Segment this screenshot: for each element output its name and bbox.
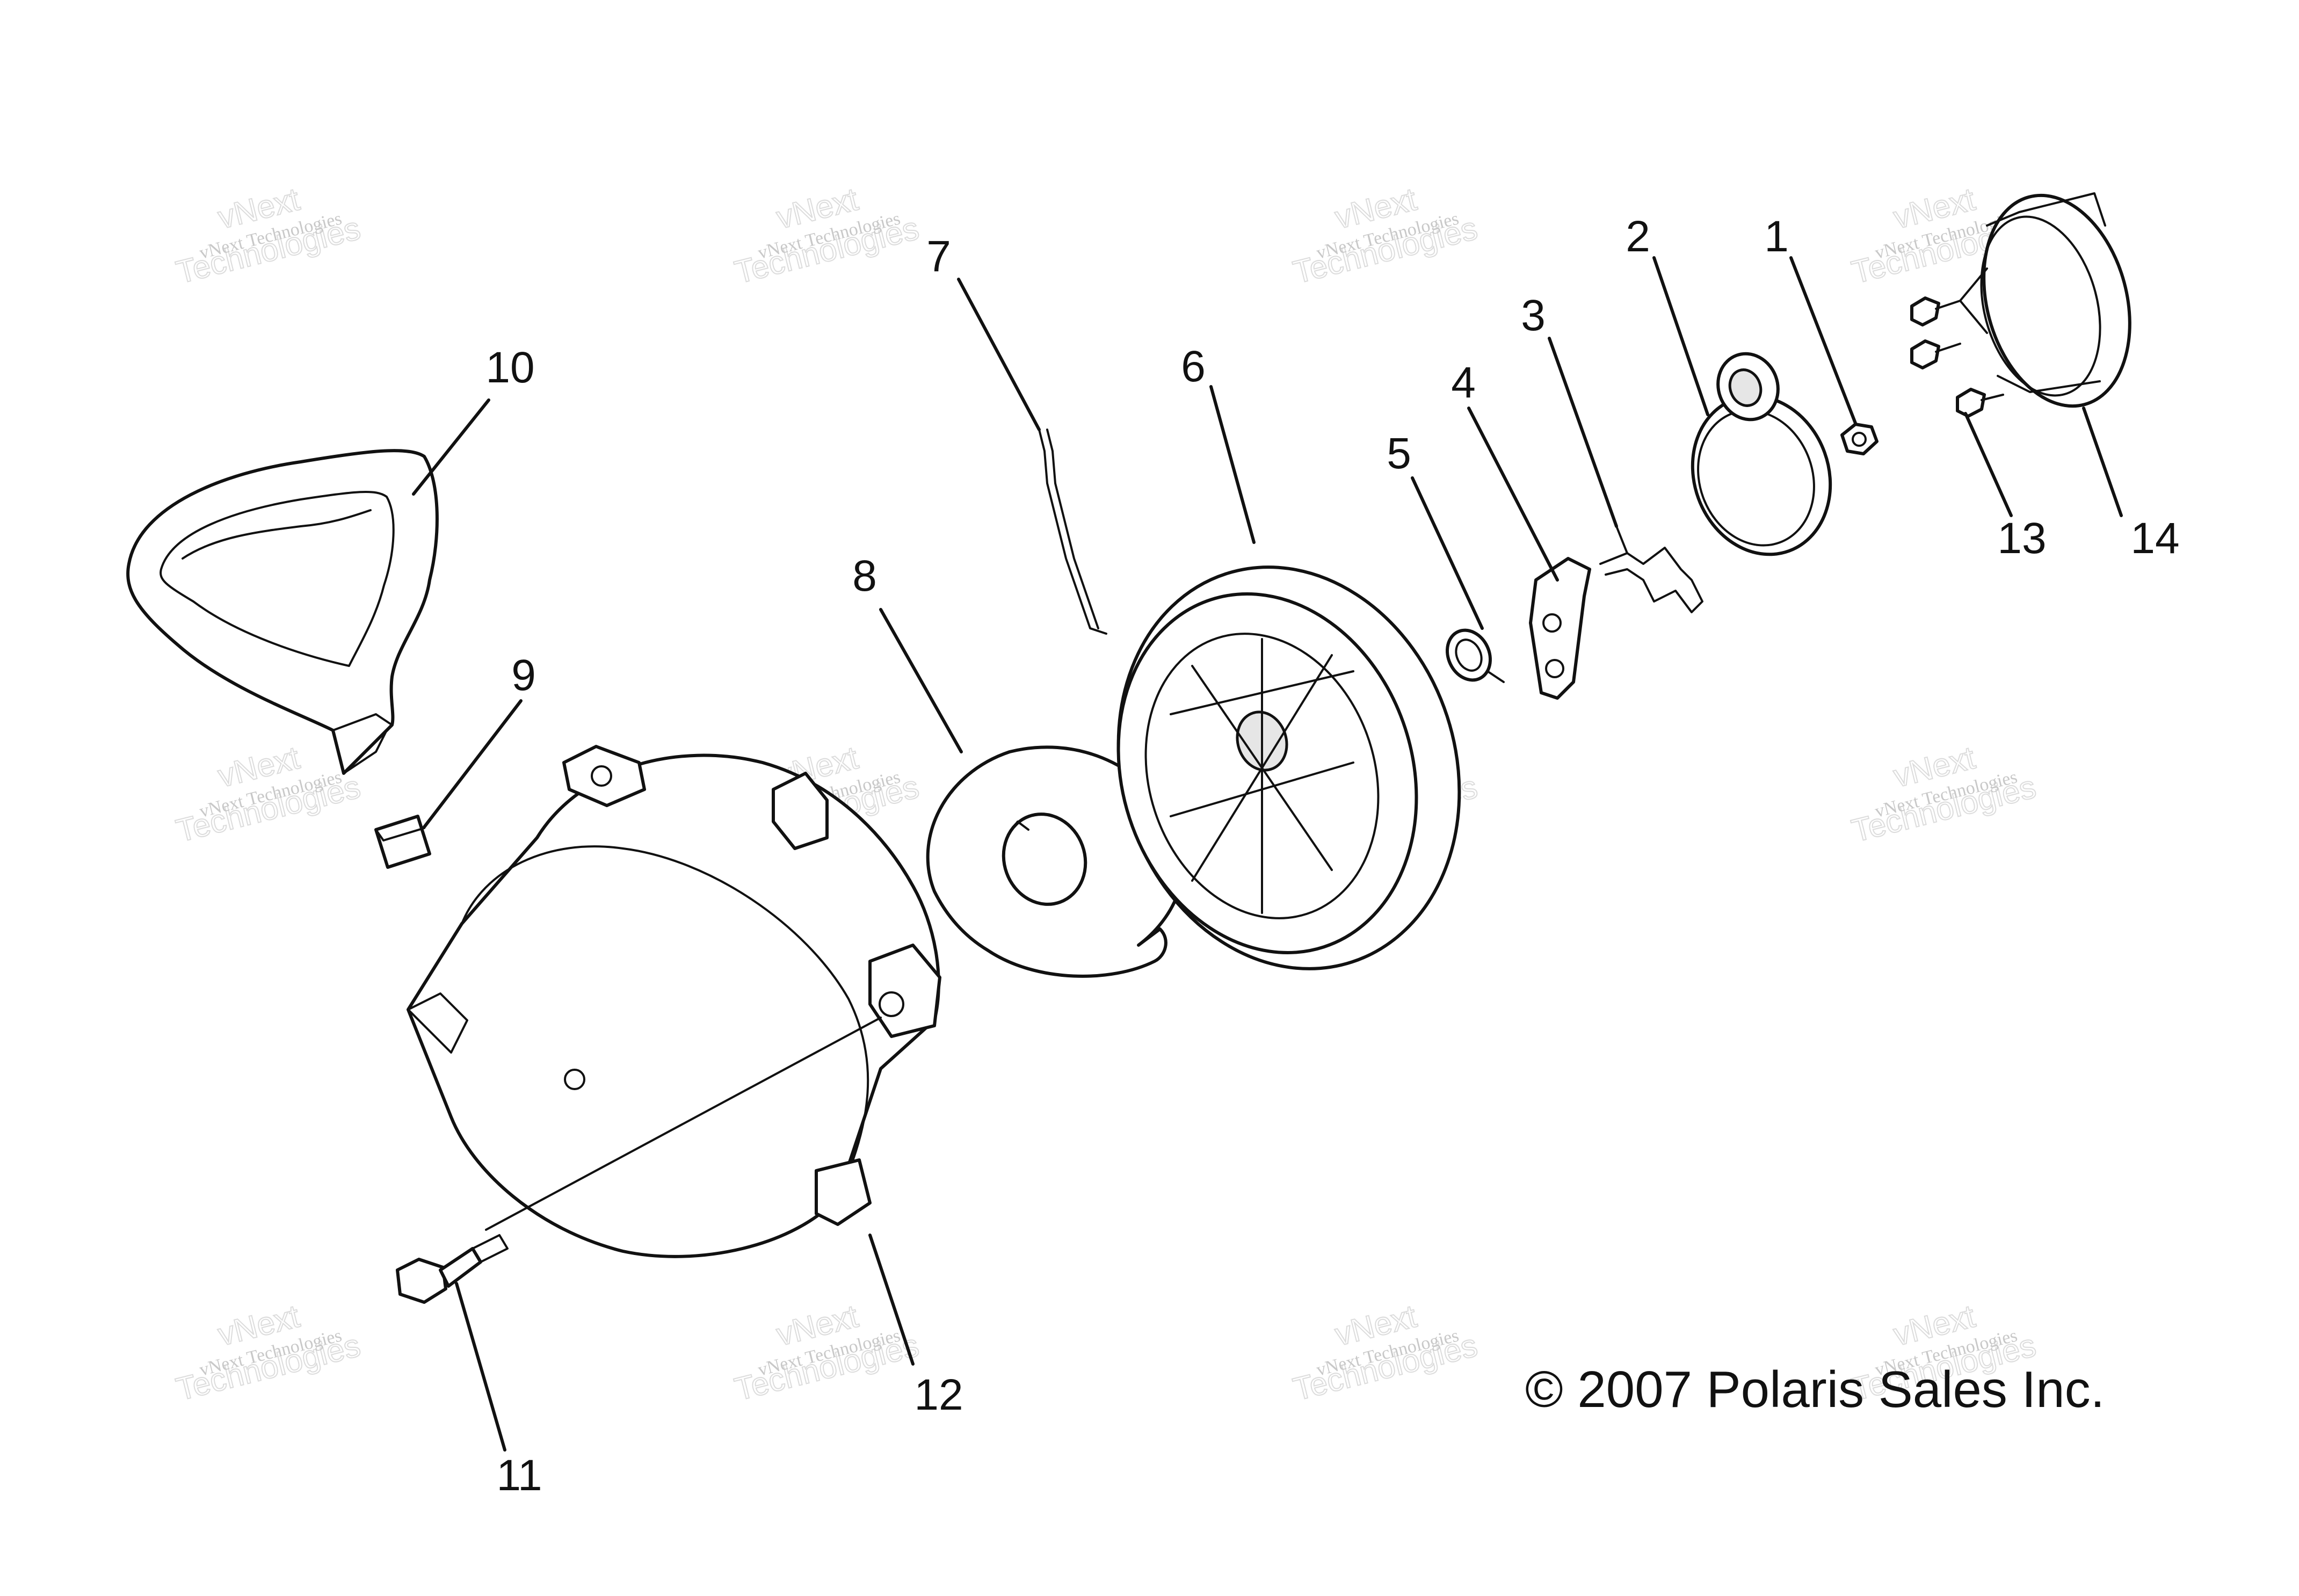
callout-10: 10 [485,343,534,392]
part-4-pawl [1529,557,1591,700]
part-10-handle [126,449,439,775]
callout-5: 5 [1387,429,1411,478]
part-14-cover [1959,192,2131,408]
part-2-cam-plate [1691,352,1832,556]
callout-12: 12 [914,1370,963,1419]
callout-8: 8 [852,552,877,600]
part-13-bolts [1910,296,2004,418]
part-11-bolt [396,1234,509,1304]
callout-14: 14 [2130,514,2179,563]
part-8-spring-disc [926,745,1186,978]
callouts: 1 2 3 4 5 6 7 8 9 10 11 12 13 14 [485,212,2179,1500]
callout-1: 1 [1764,212,1789,261]
callout-4: 4 [1451,358,1476,407]
copyright-notice: © 2007 Polaris Sales Inc. [1525,1361,2105,1418]
callout-2: 2 [1626,212,1650,261]
callout-9: 9 [511,651,536,700]
part-9-sleeve [374,815,431,869]
callout-3: 3 [1521,291,1546,340]
callout-7: 7 [926,232,951,281]
part-5-spring [1446,628,1505,683]
leader-lines [412,256,2123,1452]
part-12-housing [407,745,941,1258]
callout-13: 13 [1997,514,2046,563]
part-3-wire-spring [1599,525,1703,613]
callout-11: 11 [496,1451,542,1500]
part-6-pulley [1116,565,1461,970]
callout-6: 6 [1181,342,1206,391]
part-1-nut [1840,423,1879,455]
part-7-rope [1038,429,1107,635]
